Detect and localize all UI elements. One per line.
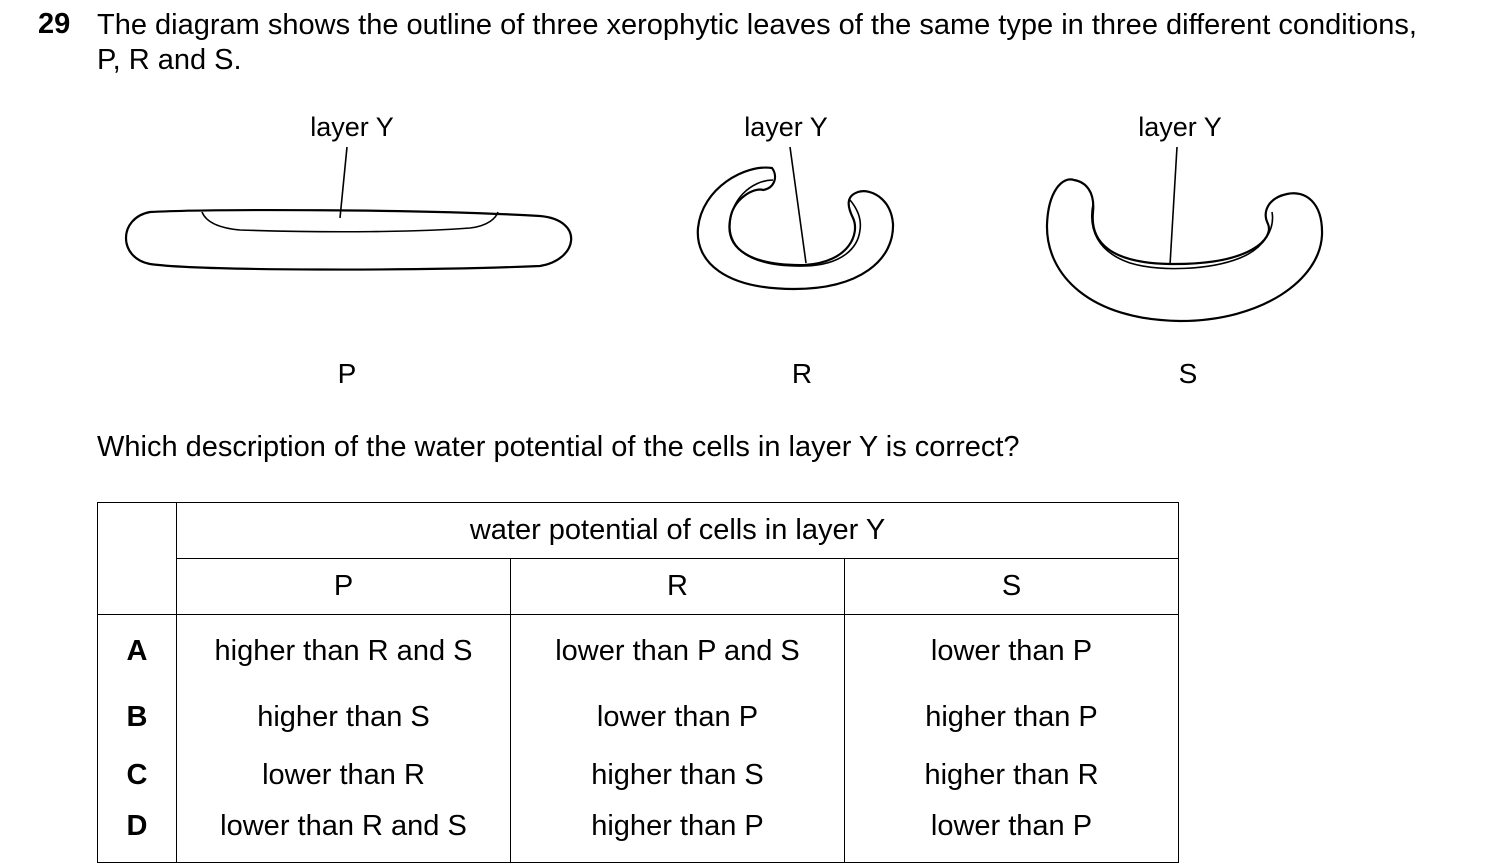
column-header-s: S [844, 558, 1179, 615]
leaf-r-condition-label: R [791, 358, 813, 389]
option-cell-r: lower than P and S [510, 614, 845, 688]
option-cell-p: higher than S [176, 688, 511, 746]
leaf-s-pointer [1169, 146, 1178, 266]
option-row-a[interactable]: A higher than R and S lower than P and S… [97, 614, 1179, 688]
leaf-s-outline [1045, 178, 1324, 323]
option-cell-s: higher than P [844, 688, 1179, 746]
table-column-row: P R S [98, 558, 1179, 615]
option-row-b[interactable]: B higher than S lower than P higher than… [97, 688, 1179, 746]
leaf-s [1045, 146, 1324, 323]
leaf-outlines [125, 146, 1324, 323]
option-cell-s: lower than P [844, 614, 1179, 688]
option-letter: B [97, 688, 177, 746]
leaf-p-outline [125, 208, 573, 271]
answer-table: water potential of cells in layer Y P R … [97, 502, 1179, 863]
option-cell-s: lower than P [844, 804, 1179, 863]
option-cell-p: lower than R [176, 746, 511, 804]
question-stem: The diagram shows the outline of three x… [97, 9, 1417, 76]
option-cell-p: higher than R and S [176, 614, 511, 688]
question-prompt: Which description of the water potential… [97, 431, 1020, 463]
option-cell-s: higher than R [844, 746, 1179, 804]
leaf-p-layer-y [201, 211, 499, 233]
leaf-s-layer-y [1091, 203, 1274, 270]
leaf-r-pointer [789, 146, 807, 264]
option-letter: C [97, 746, 177, 804]
option-letter: D [97, 804, 177, 863]
table-header: water potential of cells in layer Y [176, 502, 1179, 559]
leaf-s-condition-label: S [1178, 358, 1198, 389]
option-cell-r: higher than P [510, 804, 845, 863]
option-letter: A [97, 614, 177, 688]
column-header-r: R [510, 558, 845, 615]
leaf-diagram: layer Y layer Y layer Y P R S [0, 100, 1500, 400]
option-cell-r: higher than S [510, 746, 845, 804]
option-row-c[interactable]: C lower than R higher than S higher than… [97, 746, 1179, 804]
table-header-row: water potential of cells in layer Y [97, 502, 1179, 615]
option-cell-r: lower than P [510, 688, 845, 746]
leaf-p [125, 146, 573, 271]
question-number: 29 [38, 8, 71, 40]
leaf-p-condition-label: P [337, 358, 357, 389]
leaf-s-layer-label: layer Y [1138, 112, 1222, 142]
column-header-p: P [176, 558, 511, 615]
leaf-r [696, 146, 895, 291]
leaf-p-pointer [339, 146, 348, 219]
blank-corner-cell [97, 502, 177, 615]
leaf-r-layer-y [729, 179, 862, 267]
leaf-r-layer-label: layer Y [744, 112, 828, 142]
option-cell-p: lower than R and S [176, 804, 511, 863]
option-row-d[interactable]: D lower than R and S higher than P lower… [97, 804, 1179, 863]
leaf-p-layer-label: layer Y [310, 112, 394, 142]
